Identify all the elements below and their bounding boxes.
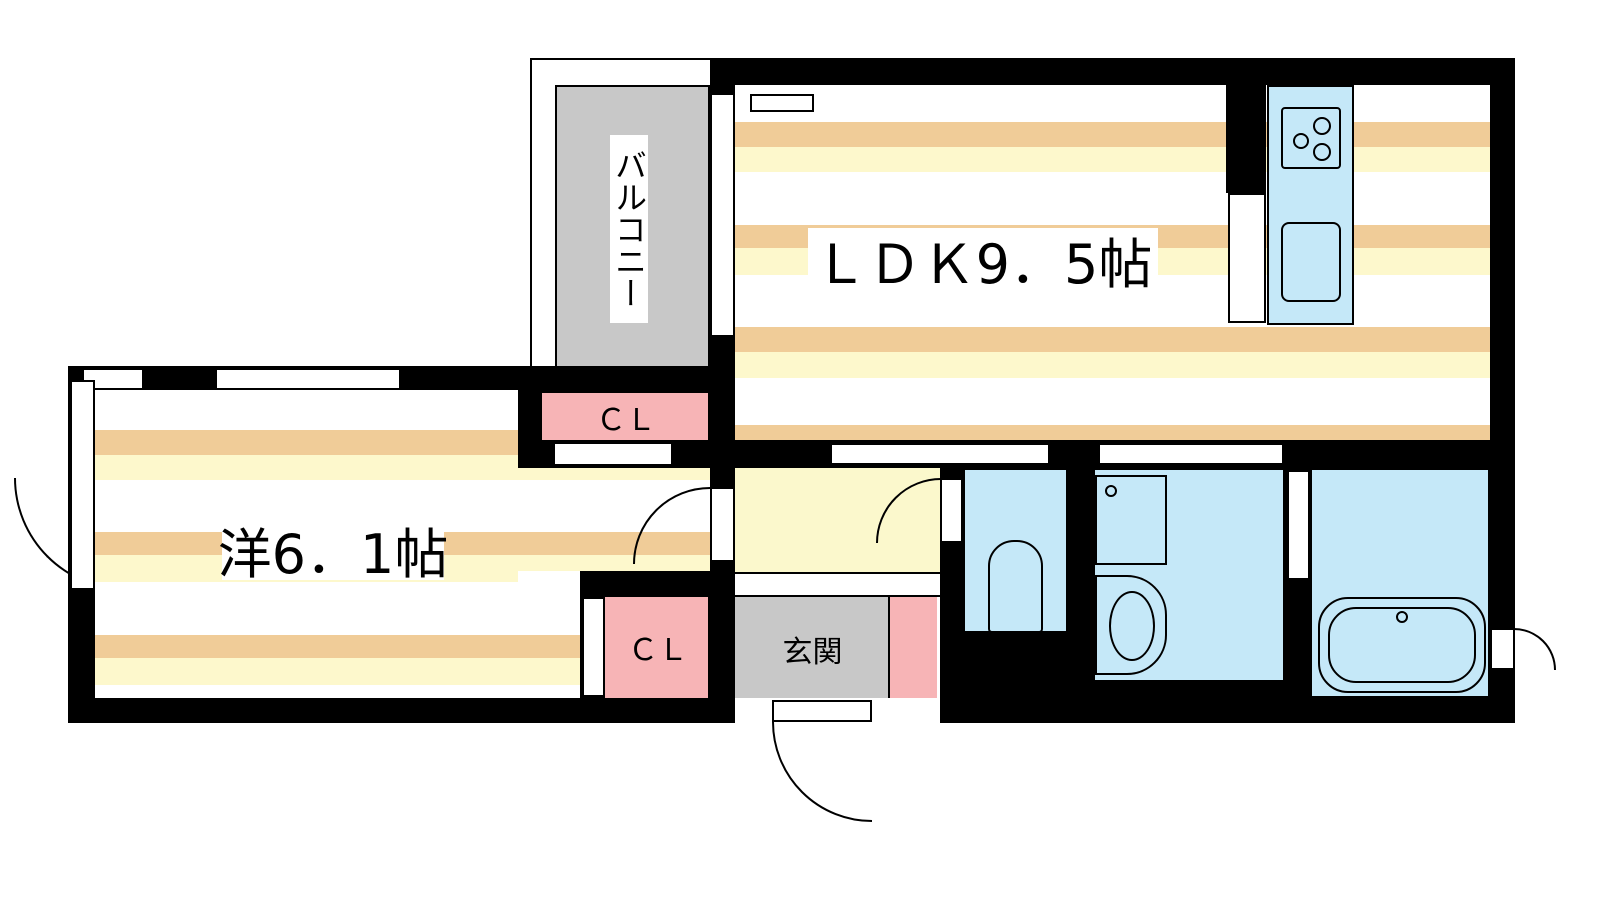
toilet-icon xyxy=(988,540,1043,633)
washroom-interior-door[interactable] xyxy=(1098,443,1284,465)
ldk-label: ＬＤＫ9．5帖 xyxy=(808,228,1158,296)
ldk-interior-door[interactable] xyxy=(830,443,1050,465)
stove-icon xyxy=(1281,107,1341,169)
kitchen-counter-end xyxy=(1228,193,1266,323)
closet-1-door[interactable] xyxy=(553,442,673,466)
closet-1 xyxy=(542,393,708,440)
western-window-side[interactable] xyxy=(70,380,95,590)
bathroom-window[interactable] xyxy=(1490,628,1515,670)
washbasin-icon xyxy=(1095,575,1167,675)
hallway-step xyxy=(735,572,940,597)
western-label: 洋6．1帖 xyxy=(218,518,448,586)
kitchen-wall xyxy=(1226,85,1266,193)
air-conditioner xyxy=(750,94,814,112)
entrance-door-frame xyxy=(772,700,872,722)
bathtub-icon xyxy=(1318,597,1486,693)
toilet-room xyxy=(963,468,1068,633)
washing-machine-icon xyxy=(1095,475,1167,565)
closet-1-label: ＣＬ xyxy=(596,403,656,438)
western-floor-corner xyxy=(518,571,580,698)
western-door-frame xyxy=(710,487,735,562)
western-window-top[interactable] xyxy=(215,368,401,390)
western-floor xyxy=(95,390,518,698)
entrance-label: 玄関 xyxy=(782,635,843,670)
closet-2 xyxy=(605,597,708,698)
sink-icon xyxy=(1281,222,1341,302)
entrance xyxy=(735,597,888,698)
balcony-label: バルコニー xyxy=(610,135,648,323)
ldk-window[interactable] xyxy=(710,95,735,335)
toilet-door[interactable] xyxy=(940,478,963,543)
closet-2-door[interactable] xyxy=(582,597,605,697)
bathroom-door[interactable] xyxy=(1287,470,1310,580)
shoe-cabinet xyxy=(888,597,937,698)
closet-2-label: ＣＬ xyxy=(628,633,688,668)
western-window-small[interactable] xyxy=(82,368,144,390)
